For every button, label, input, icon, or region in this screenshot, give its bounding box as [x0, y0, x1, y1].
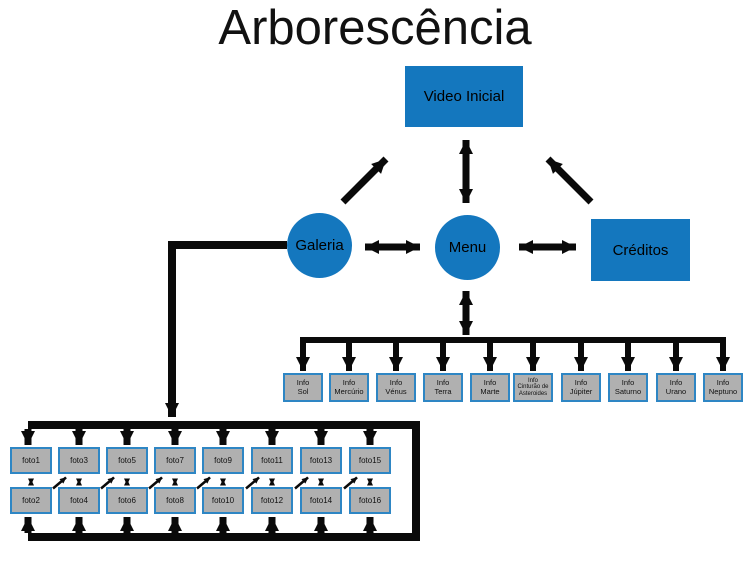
info-box-sol: Info Sol	[283, 373, 323, 402]
page-title: Arborescência	[218, 1, 532, 55]
foto-box: foto9	[202, 447, 244, 474]
foto-box: foto3	[58, 447, 100, 474]
info-box-marte: Info Marte	[470, 373, 510, 402]
arrow-creditos-to-video	[545, 156, 594, 205]
foto-next-diagonal-arrow	[245, 476, 260, 490]
node-menu: Menu	[435, 215, 500, 280]
node-video-inicial: Video Inicial	[405, 66, 523, 127]
foto-next-diagonal-arrow	[196, 476, 211, 490]
arrow-galeria-to-video	[340, 156, 389, 205]
foto-box: foto16	[349, 487, 391, 514]
info-box-cinturao-asteroides: Info Cinturão de Asteroides	[513, 373, 553, 402]
foto-next-diagonal-arrow	[52, 476, 67, 490]
foto-loop-line	[28, 421, 420, 541]
foto-box: foto1	[10, 447, 52, 474]
foto-box: foto13	[300, 447, 342, 474]
info-box-saturno: Info Saturno	[608, 373, 648, 402]
info-box-terra: Info Terra	[423, 373, 463, 402]
foto-box: foto15	[349, 447, 391, 474]
info-box-mercurio: Info Mercúrio	[329, 373, 369, 402]
foto-box: foto8	[154, 487, 196, 514]
foto-box: foto14	[300, 487, 342, 514]
foto-box: foto6	[106, 487, 148, 514]
foto-box: foto12	[251, 487, 293, 514]
arrow-galeria-to-fotos	[165, 241, 287, 417]
info-box-urano: Info Urano	[656, 373, 696, 402]
foto-box: foto7	[154, 447, 196, 474]
foto-next-diagonal-arrow	[294, 476, 309, 490]
info-box-jupiter: Info Júpiter	[561, 373, 601, 402]
foto-box: foto2	[10, 487, 52, 514]
info-box-venus: Info Vénus	[376, 373, 416, 402]
foto-box: foto4	[58, 487, 100, 514]
node-galeria: Galeria	[287, 213, 352, 278]
foto-next-diagonal-arrow	[343, 476, 358, 490]
foto-box: foto5	[106, 447, 148, 474]
foto-box: foto10	[202, 487, 244, 514]
foto-next-diagonal-arrow	[100, 476, 115, 490]
info-box-neptuno: Info Neptuno	[703, 373, 743, 402]
foto-box: foto11	[251, 447, 293, 474]
node-creditos: Créditos	[591, 219, 690, 281]
foto-next-diagonal-arrow	[148, 476, 163, 490]
